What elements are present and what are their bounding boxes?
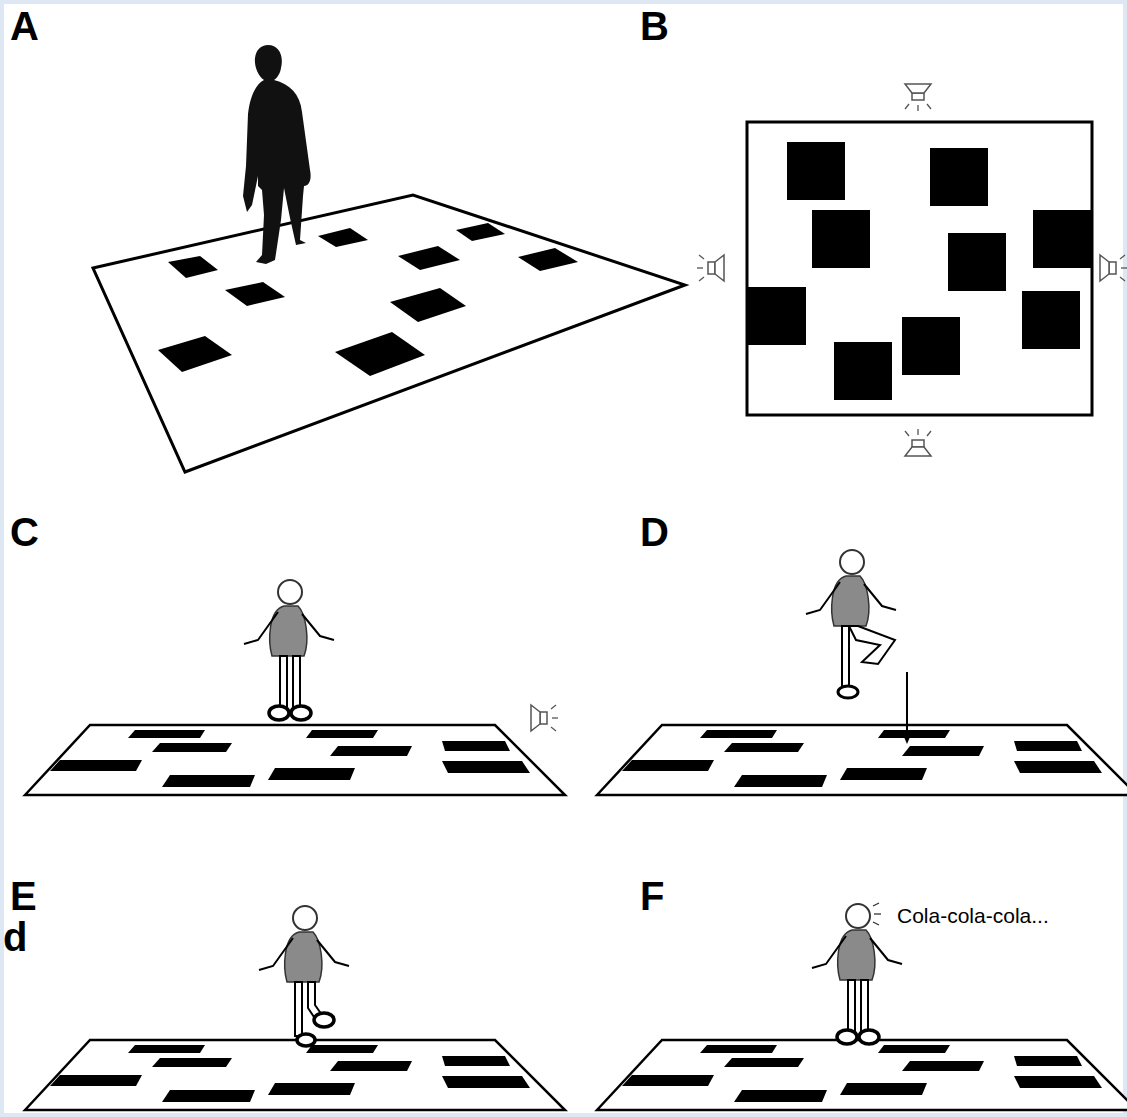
panel-letter: A [10, 6, 39, 46]
stray-letter: d [3, 917, 27, 957]
panel-letter: F [640, 876, 664, 916]
panel-letter: C [10, 512, 39, 552]
panel-letter: B [640, 6, 669, 46]
speech-text: Cola-cola-cola... [897, 905, 1049, 926]
panel-letter: D [640, 512, 669, 552]
panel-letter: E [10, 876, 37, 916]
